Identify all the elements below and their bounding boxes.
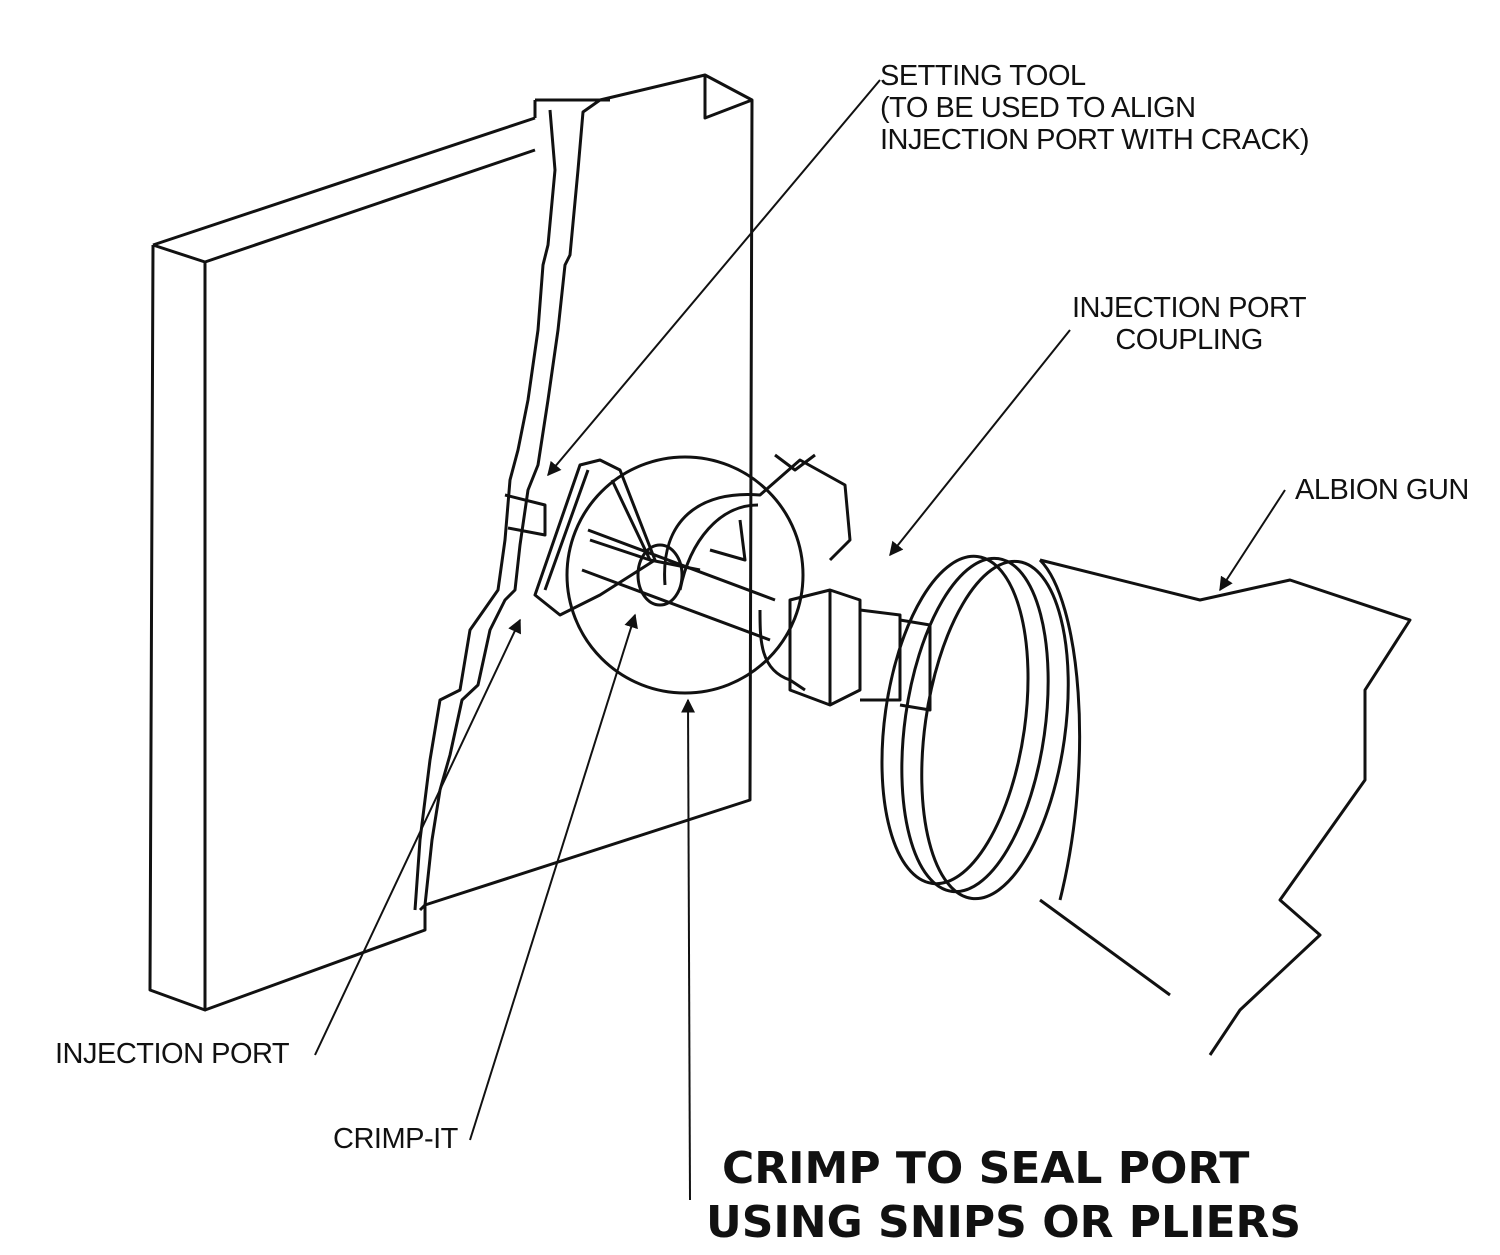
setting-tool-clip [663,453,852,591]
label-line: SETTING TOOL [880,60,1086,92]
caption-line-2: USING SNIPS OR PLIERS [706,1197,1302,1248]
leader-lines [314,79,1286,1201]
label-line: INJECTION PORT [1072,292,1307,324]
injection-port-coupling [758,588,932,712]
label-albion-gun: ALBION GUN [1295,474,1469,506]
label-line: COUPLING [1115,324,1263,356]
crimp-it-tube [581,528,776,642]
albion-gun [880,554,1412,1056]
label-line: (TO BE USED TO ALIGN [880,92,1196,124]
label-injection-port: INJECTION PORT [55,1038,290,1070]
label-line: INJECTION PORT WITH CRACK) [880,124,1310,156]
caption-line-1: CRIMP TO SEAL PORT [722,1143,1250,1194]
crack [413,98,602,911]
detail-circle [565,455,805,695]
concrete-wall [148,73,754,1012]
label-injection-port-coupling: INJECTION PORT COUPLING [1072,292,1307,356]
label-crimp-it: CRIMP-IT [333,1123,458,1155]
label-setting-tool: SETTING TOOL (TO BE USED TO ALIGN INJECT… [880,60,1310,156]
